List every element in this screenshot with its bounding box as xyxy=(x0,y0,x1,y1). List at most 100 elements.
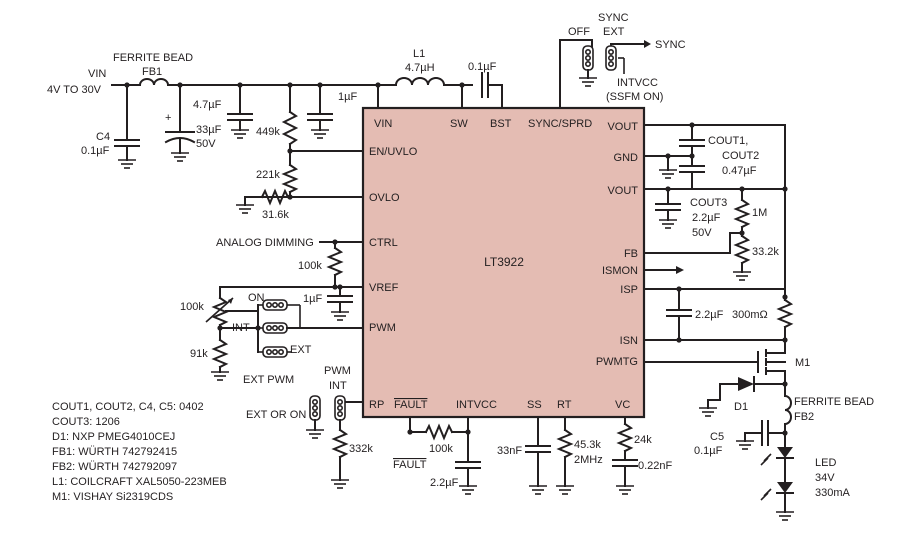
pin-ismon: ISMON xyxy=(602,265,638,277)
pin-pwmtg: PWMTG xyxy=(596,356,638,368)
label-rt-freq: 2MHz xyxy=(574,454,603,466)
label-sync-title: SYNC xyxy=(598,12,629,24)
note-line: M1: VISHAY Si2319CDS xyxy=(52,491,173,503)
ic-body xyxy=(361,106,646,419)
label-ext-or-on: EXT OR ON xyxy=(246,409,306,421)
label-c-1u-vref: 1µF xyxy=(303,293,322,305)
sync-section xyxy=(559,39,651,109)
label-r-sense: 300mΩ xyxy=(732,309,768,321)
label-analog-dimming: ANALOG DIMMING xyxy=(216,237,314,249)
pin-intvcc: INTVCC xyxy=(456,399,497,411)
chip-name: LT3922 xyxy=(484,255,524,269)
component-notes: COUT1, COUT2, C4, C5: 0402 COUT3: 1206 D… xyxy=(52,401,227,503)
label-vin: VIN xyxy=(88,68,106,80)
label-cout12-value: 0.47µF xyxy=(722,165,757,177)
pin-vout1: VOUT xyxy=(607,121,638,133)
label-cout3-value: 2.2µF xyxy=(692,212,721,224)
label-c-33u-voltage: 50V xyxy=(196,138,216,150)
label-cout3-voltage: 50V xyxy=(692,227,712,239)
label-ext-pwm: EXT PWM xyxy=(243,374,294,386)
label-r-rt: 45.3k xyxy=(574,439,601,451)
label-ferrite-fb1: FERRITE BEAD xyxy=(113,52,193,64)
pin-gnd: GND xyxy=(614,152,639,164)
label-cout12-second: COUT2 xyxy=(722,150,759,162)
control-section xyxy=(205,239,364,381)
label-r-91k: 91k xyxy=(190,348,208,360)
label-vin-range: 4V TO 30V xyxy=(47,84,102,96)
pin-isp: ISP xyxy=(620,284,638,296)
note-line: COUT1, COUT2, C4, C5: 0402 xyxy=(52,401,204,413)
pin-en-uvlo: EN/UVLO xyxy=(369,146,418,158)
label-jp-ext: EXT xyxy=(290,344,312,356)
label-ferrite-fb2: FERRITE BEAD xyxy=(794,396,874,408)
label-r-1m: 1M xyxy=(752,207,767,219)
output-section xyxy=(643,122,795,521)
label-jp-pwm: PWM xyxy=(324,365,351,377)
label-ssfm-on: (SSFM ON) xyxy=(606,91,663,103)
label-intvcc-note: INTVCC xyxy=(617,77,658,89)
label-r-100k-ctrl: 100k xyxy=(298,260,322,272)
label-cout12: COUT1, xyxy=(708,135,748,147)
label-led-current: 330mA xyxy=(815,487,851,499)
label-c-1u-top: 1µF xyxy=(338,91,357,103)
pin-vout2: VOUT xyxy=(607,185,638,197)
pin-sync-sprd: SYNC/SPRD xyxy=(528,118,592,130)
label-r-221k: 221k xyxy=(256,169,280,181)
pin-vc: VC xyxy=(615,399,630,411)
note-line: D1: NXP PMEG4010CEJ xyxy=(52,431,175,443)
label-c-ss: 33nF xyxy=(497,445,522,457)
label-c-bst: 0.1µF xyxy=(468,61,497,73)
label-r-vc: 24k xyxy=(634,434,652,446)
label-r-449k: 449k xyxy=(256,126,280,138)
label-cap-polarity: + xyxy=(165,112,171,124)
label-c5-value: 0.1µF xyxy=(694,445,723,457)
label-c-2u2-intvcc: 2.2µF xyxy=(430,477,459,489)
label-fb2: FB2 xyxy=(794,411,814,423)
pin-fault: FAULT xyxy=(394,399,428,411)
pin-sw: SW xyxy=(450,118,468,130)
note-line: FB1: WÜRTH 742792415 xyxy=(52,446,177,458)
note-line: FB2: WÜRTH 742792097 xyxy=(52,461,177,473)
label-c4-value: 0.1µF xyxy=(81,145,110,157)
label-c5: C5 xyxy=(710,431,724,443)
label-fb1: FB1 xyxy=(142,66,162,78)
label-r-31k6: 31.6k xyxy=(262,209,289,221)
label-pot-100k: 100k xyxy=(180,301,204,313)
label-r-100k-fault: 100k xyxy=(429,443,453,455)
note-line: L1: COILCRAFT XAL5050-223MEB xyxy=(52,476,227,488)
label-sync-out: SYNC xyxy=(655,39,686,51)
pin-vin: VIN xyxy=(374,118,392,130)
pin-pwm: PWM xyxy=(369,322,396,334)
label-c-33u: 33µF xyxy=(196,124,222,136)
label-sync-ext: EXT xyxy=(603,26,625,38)
label-r-33k2: 33.2k xyxy=(752,246,779,258)
label-led: LED xyxy=(815,457,836,469)
label-c-isp: 2.2µF xyxy=(695,309,724,321)
label-d1: D1 xyxy=(734,401,748,413)
input-section xyxy=(111,72,503,214)
label-m1: M1 xyxy=(795,357,810,369)
label-l1-value: 4.7µH xyxy=(405,62,435,74)
label-c4: C4 xyxy=(96,131,110,143)
pin-vref: VREF xyxy=(369,282,399,294)
pin-isn: ISN xyxy=(620,335,638,347)
pin-fb: FB xyxy=(624,248,638,260)
label-r-332k: 332k xyxy=(349,443,373,455)
pin-ss: SS xyxy=(527,399,542,411)
label-jp-on: ON xyxy=(248,292,265,304)
pin-ovlo: OVLO xyxy=(369,192,400,204)
label-c-4u7: 4.7µF xyxy=(193,99,222,111)
label-cout3: COUT3 xyxy=(690,197,727,209)
pin-rp: RP xyxy=(369,399,384,411)
pin-ctrl: CTRL xyxy=(369,237,398,249)
label-led-voltage: 34V xyxy=(815,472,835,484)
label-l1: L1 xyxy=(413,48,425,60)
pin-rt: RT xyxy=(557,399,572,411)
bottom-section xyxy=(305,395,638,495)
label-jp-int2: INT xyxy=(329,380,347,392)
label-fault-net: FAULT xyxy=(393,459,427,471)
pin-bst: BST xyxy=(490,118,512,130)
note-line: COUT3: 1206 xyxy=(52,416,120,428)
label-sync-off: OFF xyxy=(568,26,590,38)
